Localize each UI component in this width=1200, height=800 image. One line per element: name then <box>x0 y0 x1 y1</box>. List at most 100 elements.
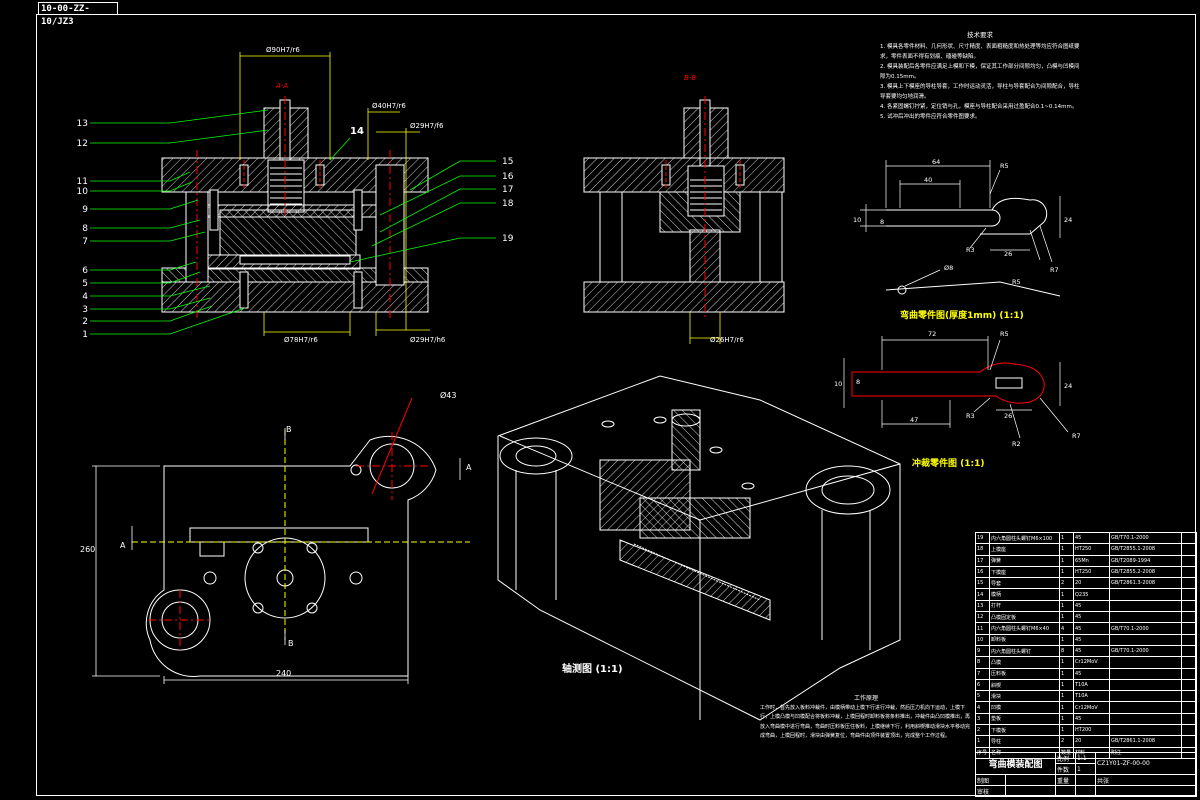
bom-cell <box>1109 588 1182 601</box>
work-principle-title: 工作原理 <box>853 695 878 702</box>
callout-16: 16 <box>502 172 514 182</box>
bom-cell: GB/T2861.1-2008 <box>1109 735 1182 748</box>
designer-label: 制图 <box>975 774 1006 786</box>
section-a-a-view <box>161 96 429 320</box>
bom-cell: 下模座 <box>989 565 1060 579</box>
bom-cell: 45 <box>1073 712 1110 726</box>
blank-part-view <box>851 362 1045 404</box>
callout-14: 14 <box>350 126 364 137</box>
bom-cell <box>1109 667 1182 680</box>
section-a-dimensions <box>239 52 430 336</box>
callout-2: 2 <box>82 317 88 327</box>
blank-dim-10: 10 <box>834 380 842 388</box>
drawing-number: CZ1Y01-ZF-00-00 <box>1095 752 1198 775</box>
bom-cell: HT250 <box>1073 543 1110 556</box>
bom-cell: Q235 <box>1073 588 1110 601</box>
bom-cell: 4 <box>1059 622 1074 635</box>
dim-top-width: Ø90H7/r6 <box>266 46 300 54</box>
plan-dimensions <box>92 428 461 684</box>
bom-cell: 1 <box>1059 588 1074 601</box>
bom-cell: Cr12MoV <box>1073 701 1110 714</box>
bom-cell: 15 <box>975 577 990 590</box>
bent-dim-40: 40 <box>924 176 932 184</box>
tech-req-title: 技术要求 <box>967 31 993 39</box>
bom-cell: 16 <box>975 565 990 579</box>
bom-cell: 1 <box>1059 712 1074 726</box>
bom-cell: HT200 <box>1073 724 1110 737</box>
tech-req-item: 2. 模具装配后各零件应满足上模和下模，保证其工作部分间隙均匀，凸模与凹模间隙为… <box>880 64 1080 80</box>
bom-cell <box>1109 633 1182 646</box>
bom-cell: 打杆 <box>989 599 1060 613</box>
callout-11: 11 <box>77 177 88 187</box>
callout-10: 10 <box>77 187 89 197</box>
blank-part-dimensions <box>843 336 1069 439</box>
callout-leaders <box>90 109 496 335</box>
dim-plan-hole: Ø43 <box>440 390 456 400</box>
bent-part-view <box>885 197 1061 297</box>
bom-cell: 内六角圆柱头螺钉M6×100 <box>989 531 1060 545</box>
weight-label: 重量 <box>1055 774 1077 786</box>
bom-cell <box>1181 712 1197 726</box>
bom-cell: GB/T70.1-2000 <box>1109 622 1182 635</box>
callout-18: 18 <box>502 199 514 209</box>
dim-bottom-right: Ø29H7/h6 <box>410 336 446 344</box>
bom-cell: GB/T2855.2-2008 <box>1109 565 1182 579</box>
scale-label: 比例 <box>1055 752 1077 764</box>
bom-cell: HT250 <box>1073 565 1110 579</box>
bom-cell: 5 <box>975 690 990 703</box>
callout-9: 9 <box>82 205 88 215</box>
bent-part-dim-text: 64 40 R5 10 8 R3 26 24 R7 R5 Ø8 <box>853 158 1072 286</box>
bom-cell: 1 <box>1059 531 1074 545</box>
bom-cell: 1 <box>1059 678 1074 692</box>
bom-cell: 18 <box>975 543 990 556</box>
bom-cell <box>1181 724 1197 737</box>
blank-dim-r5: R5 <box>1000 330 1009 338</box>
bom-cell: 45 <box>1073 599 1110 613</box>
bom-cell: 1 <box>1059 599 1074 613</box>
section-a-label: A-A <box>275 82 288 90</box>
bom-cell <box>1109 690 1182 703</box>
bom-cell: 2 <box>1059 577 1074 590</box>
title-block: 弯曲模装配图 比例 1:1 CZ1Y01-ZF-00-00 件数 1 制图 重量… <box>974 752 1198 797</box>
tech-req-item: 4. 各紧固螺钉拧紧，定位销与孔，模座与导柱配合采用过盈配合0.1~0.14mm… <box>880 104 1078 110</box>
blank-part-caption: 冲裁零件图 (1:1) <box>912 457 984 469</box>
sheet-label: 共张 <box>1095 774 1198 786</box>
blank-dim-r3: R3 <box>966 412 975 420</box>
bom-cell: 1 <box>1059 667 1074 680</box>
dim-bottom-width: Ø78H7/r6 <box>284 336 318 344</box>
bom-cell: 45 <box>1073 611 1110 624</box>
bom-cell <box>1181 611 1197 624</box>
plan-view <box>132 397 470 677</box>
dim-mid-width: Ø40H7/r6 <box>372 102 406 110</box>
bom-cell: 2 <box>975 724 990 737</box>
callout-1: 1 <box>82 330 88 340</box>
bom-cell: 压料板 <box>989 667 1060 680</box>
bom-cell: 14 <box>975 588 990 601</box>
callout-19: 19 <box>502 234 514 244</box>
bom-cell: 45 <box>1073 633 1110 646</box>
callout-12: 12 <box>77 139 88 149</box>
callout-13: 13 <box>77 119 88 129</box>
bom-cell <box>1181 735 1197 748</box>
bom-cell <box>1181 599 1197 613</box>
bom-cell <box>1109 701 1182 714</box>
bom-cell <box>1109 656 1182 669</box>
bent-dim-26: 26 <box>1004 250 1012 258</box>
bom-cell: 20 <box>1073 735 1110 748</box>
bom-cell: 1 <box>1059 656 1074 669</box>
bom-cell: 13 <box>975 599 990 613</box>
section-a-dim-text: Ø90H7/r6 Ø40H7/r6 Ø29H7/f6 Ø78H7/r6 Ø29H… <box>266 46 446 344</box>
bom-cell <box>1181 565 1197 579</box>
blank-dim-24: 24 <box>1064 382 1072 390</box>
bom-cell <box>1181 554 1197 567</box>
bent-dim-r5b: R5 <box>1012 278 1021 286</box>
bom-cell <box>1181 622 1197 635</box>
